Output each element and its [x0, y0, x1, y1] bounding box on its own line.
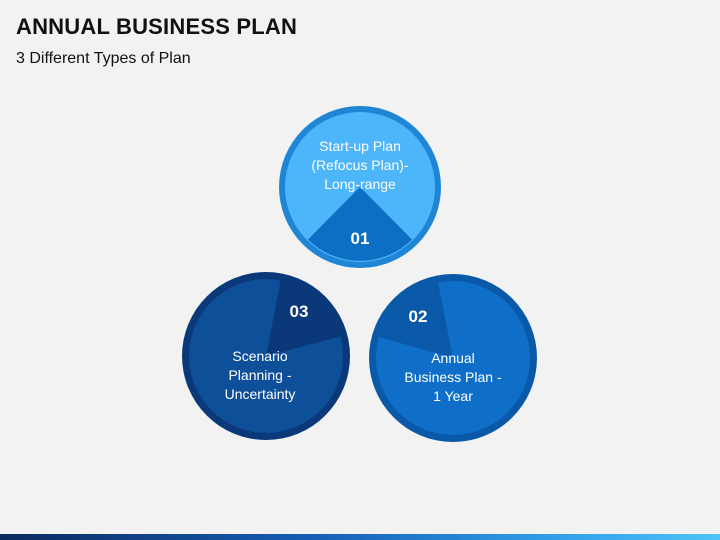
plan-02-label-line-3: 1 Year	[433, 388, 473, 404]
plan-02-wedge	[379, 282, 453, 358]
plan-03-label-line-2: Planning -	[228, 367, 291, 383]
slide-subtitle: 3 Different Types of Plan	[16, 50, 191, 67]
plan-03-label-line-1: Scenario	[232, 348, 287, 364]
plan-01-label-line-3: Long-range	[324, 176, 396, 192]
plan-01-notch	[335, 201, 385, 253]
plan-03-wedge	[266, 279, 342, 356]
plan-01-label-line-2: (Refocus Plan)-	[311, 157, 409, 173]
plan-03-node: 03 Scenario Planning - Uncertainty	[182, 272, 350, 440]
plan-02-label-line-2: Business Plan -	[404, 369, 502, 385]
plan-01-label-line-1: Start-up Plan	[319, 138, 401, 154]
plan-02-node: 02 Annual Business Plan - 1 Year	[369, 274, 537, 442]
footer-gradient-bar	[0, 534, 720, 540]
plan-03-number: 03	[290, 302, 309, 321]
plan-02-label-line-1: Annual	[431, 350, 475, 366]
plan-01-node: 01 Start-up Plan (Refocus Plan)- Long-ra…	[279, 106, 441, 268]
plan-03-label-line-3: Uncertainty	[225, 386, 296, 402]
plan-01-number: 01	[351, 229, 370, 248]
slide-title: ANNUAL BUSINESS PLAN	[16, 14, 298, 39]
plan-02-number: 02	[409, 307, 428, 326]
